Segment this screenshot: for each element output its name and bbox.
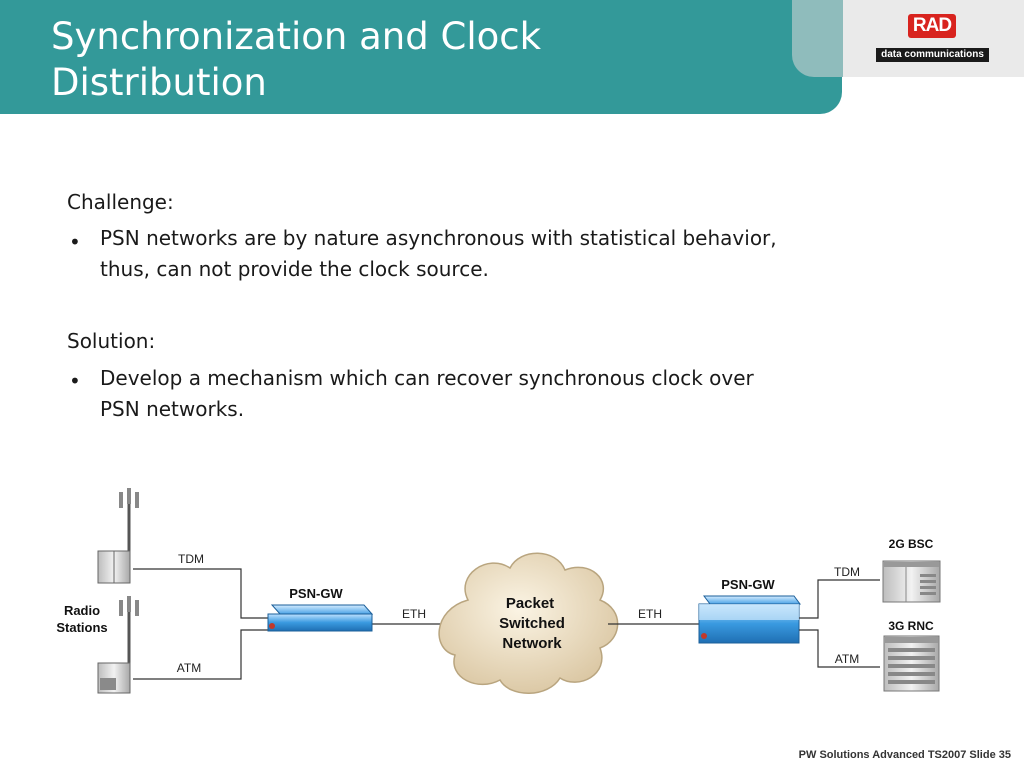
bullet-challenge: • [69, 230, 81, 254]
logo-subtext: data communications [876, 48, 989, 62]
title-line-1: Synchronization and Clock [51, 15, 542, 58]
cloud-label-line-3: Network [502, 635, 562, 652]
radio-tower-icon [97, 488, 139, 584]
challenge-line-1: PSN networks are by nature asynchronous … [100, 226, 777, 250]
psn-gw-right-label: PSN-GW [721, 577, 775, 592]
eth-left-label: ETH [402, 607, 426, 621]
slide-title: Synchronization and Clock Distribution [51, 14, 771, 106]
radio-label-line-1: Radio [64, 603, 100, 618]
solution-line-2: PSN networks. [100, 397, 245, 421]
cloud-label-line-1: Packet [506, 595, 554, 612]
logo-area [843, 0, 1024, 77]
bullet-solution: • [69, 369, 81, 393]
solution-text: Develop a mechanism which can recover sy… [100, 363, 960, 425]
cloud-icon [438, 552, 619, 694]
challenge-text: PSN networks are by nature asynchronous … [100, 223, 960, 285]
rnc-label: 3G RNC [888, 619, 934, 633]
solution-heading: Solution: [67, 329, 156, 353]
header-bar [0, 0, 842, 114]
tdm-right-label: TDM [834, 565, 860, 579]
bsc-server-icon [882, 560, 941, 603]
tdm-left-label: TDM [178, 552, 204, 566]
psn-gw-left-label: PSN-GW [289, 586, 343, 601]
title-line-2: Distribution [51, 61, 267, 104]
atm-left-label: ATM [177, 661, 201, 675]
psn-gw-device-icon [698, 595, 801, 644]
rnc-server-icon [883, 635, 940, 692]
bsc-label: 2G BSC [889, 537, 934, 551]
radio-label-line-2: Stations [56, 620, 107, 635]
solution-line-1: Develop a mechanism which can recover sy… [100, 366, 754, 390]
challenge-heading: Challenge: [67, 190, 174, 214]
eth-right-label: ETH [638, 607, 662, 621]
challenge-line-2: thus, can not provide the clock source. [100, 257, 489, 281]
atm-right-label: ATM [835, 652, 859, 666]
rad-logo: RAD [908, 14, 956, 38]
psn-gw-device-icon [267, 604, 374, 632]
cloud-label-line-2: Switched [499, 615, 565, 632]
slide-footer: PW Solutions Advanced TS2007 Slide 35 [798, 749, 1011, 761]
radio-tower-icon [97, 596, 139, 694]
